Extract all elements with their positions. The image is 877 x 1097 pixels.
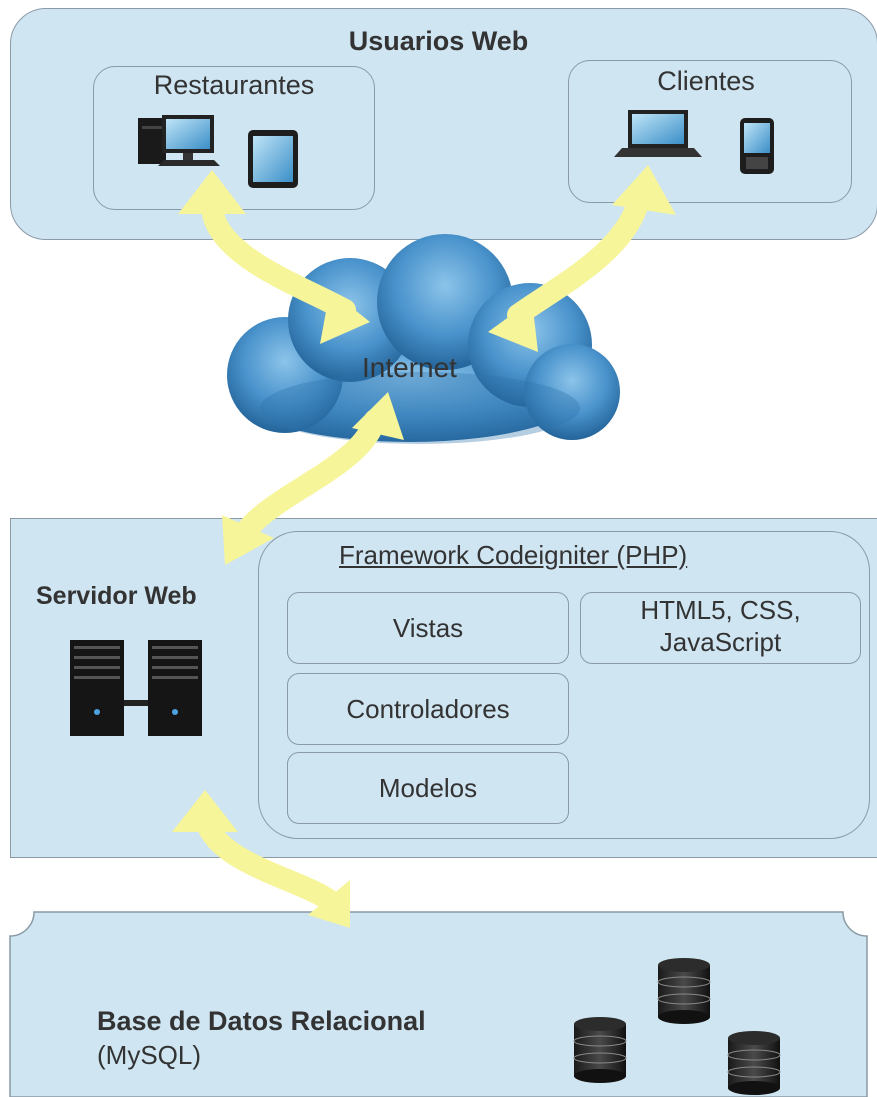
server-panel-title: Servidor Web — [36, 582, 197, 610]
database-title: Base de Datos Relacional — [97, 1006, 426, 1036]
views-box — [287, 592, 569, 664]
controllers-box — [287, 673, 569, 745]
views-label: Vistas — [392, 613, 464, 643]
restaurants-label: Restaurantes — [153, 70, 315, 100]
framework-title: Framework Codeigniter (PHP) — [339, 540, 688, 570]
framework-box — [258, 531, 870, 839]
clients-group — [568, 60, 852, 203]
tech-label-line1: HTML5, CSS, — [640, 595, 801, 625]
models-label: Modelos — [378, 773, 478, 803]
tech-label-line2: JavaScript — [659, 627, 782, 657]
database-icon — [657, 958, 711, 1024]
internet-label: Internet — [362, 352, 457, 383]
clients-label: Clientes — [657, 66, 755, 96]
controllers-label: Controladores — [346, 694, 510, 724]
database-icon — [727, 1031, 781, 1095]
models-box — [287, 752, 569, 824]
database-icon — [573, 1017, 627, 1083]
tech-box — [580, 592, 861, 664]
database-subtitle: (MySQL) — [97, 1040, 201, 1070]
users-panel-title: Usuarios Web — [348, 26, 529, 56]
cloud-icon — [227, 234, 620, 444]
